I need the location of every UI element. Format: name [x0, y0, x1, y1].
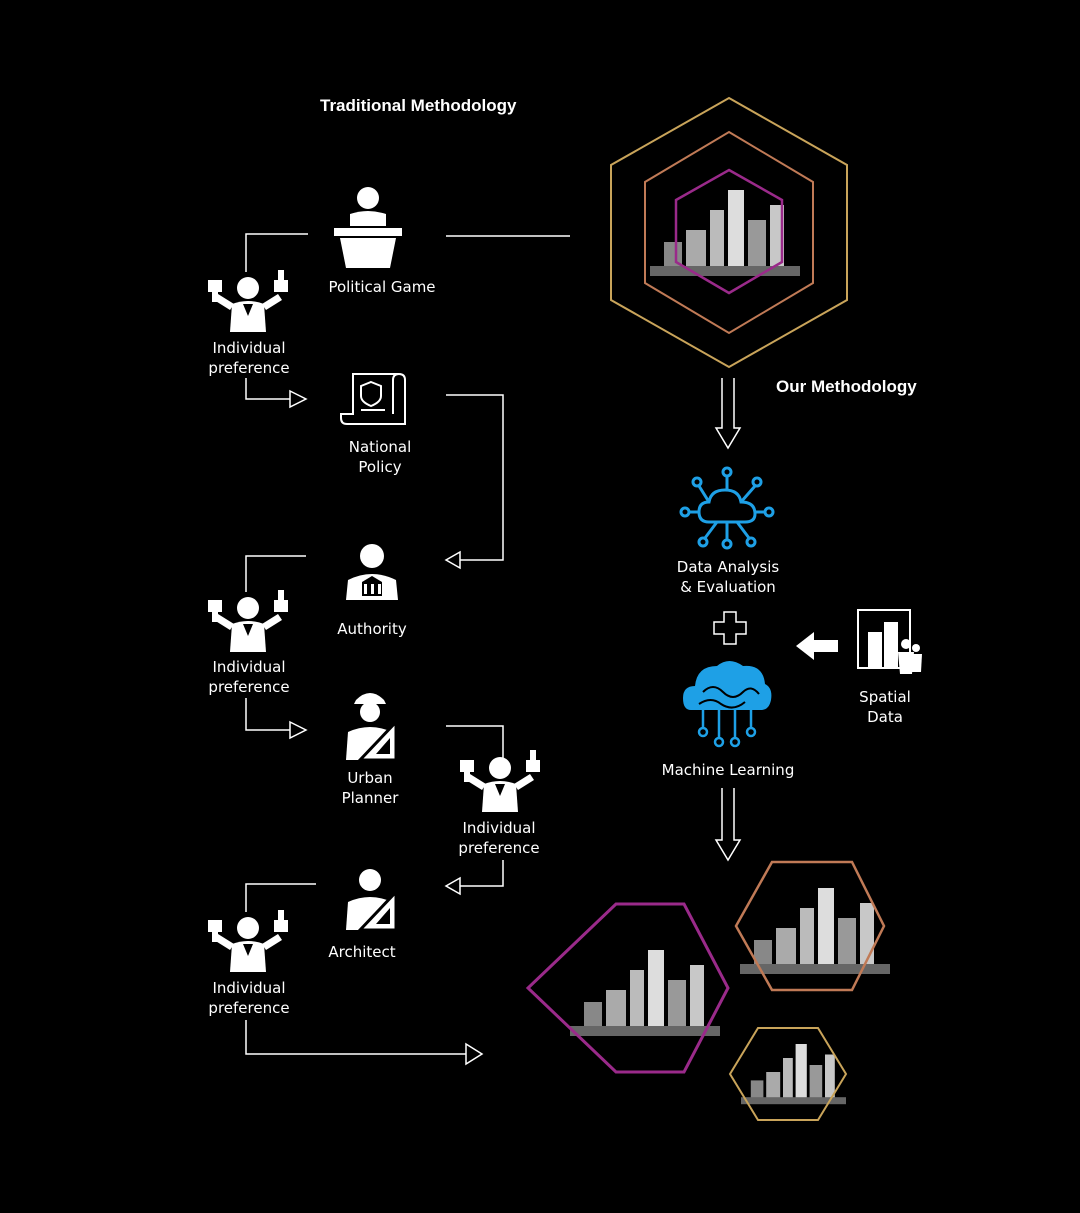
preference-line1: Individual: [212, 979, 286, 997]
data-analysis-line1: Data Analysis: [676, 558, 780, 576]
output-hexagon-large: [525, 902, 730, 1074]
spatial-arrow-icon: [796, 632, 838, 660]
individual-preference-label: Individual preference: [194, 657, 304, 697]
data-analysis-line2: & Evaluation: [680, 578, 776, 596]
our-connectors: [714, 378, 742, 862]
spatial-data-line2: Data: [867, 708, 903, 726]
architect-icon: [346, 869, 398, 932]
preference-line1: Individual: [212, 339, 286, 357]
our-methodology-heading: Our Methodology: [776, 377, 917, 396]
data-analysis-label: Data Analysis & Evaluation: [662, 557, 794, 597]
preference-line2: preference: [208, 999, 290, 1017]
spatial-data-line1: Spatial: [859, 688, 911, 706]
machine-learning-cloud-icon: [683, 661, 772, 748]
output-hexagon-small: [728, 1027, 848, 1121]
individual-preference-label: Individual preference: [194, 978, 304, 1018]
individual-preference-label: Individual preference: [194, 338, 304, 378]
preference-line2: preference: [208, 678, 290, 696]
policy-scroll-icon: [340, 373, 406, 425]
architect-label: Architect: [328, 943, 396, 961]
machine-learning-label: Machine Learning: [661, 761, 795, 779]
authority-person-icon: [346, 544, 398, 600]
traditional-connectors: [245, 233, 570, 1066]
plus-icon: [713, 611, 747, 645]
individual-preference-icon: [460, 750, 540, 812]
traditional-methodology-heading: Traditional Methodology: [320, 96, 517, 115]
national-policy-label: National Policy: [320, 437, 440, 477]
preference-line1: Individual: [212, 658, 286, 676]
individual-preference-label: Individual preference: [444, 818, 554, 858]
individual-preference-icon: [208, 270, 288, 332]
individual-preference-icon: [208, 590, 288, 652]
national-policy-line2: Policy: [358, 458, 402, 476]
urban-planner-label: Urban Planner: [320, 768, 420, 808]
output-hexagon-medium: [734, 860, 890, 992]
preference-line2: preference: [208, 359, 290, 377]
spatial-data-label: Spatial Data: [848, 687, 922, 727]
urban-planner-line2: Planner: [341, 789, 399, 807]
political-game-label: Political Game: [328, 278, 436, 296]
preference-line1: Individual: [462, 819, 536, 837]
urban-planner-line1: Urban: [347, 769, 393, 787]
preference-line2: preference: [458, 839, 540, 857]
current-city-hexagon: [610, 96, 848, 369]
urban-planner-icon: [346, 693, 398, 762]
network-cloud-icon: [679, 466, 775, 550]
individual-preference-icon: [208, 910, 288, 972]
spatial-data-icon: [857, 609, 922, 674]
speaker-podium-icon: [334, 187, 402, 268]
national-policy-line1: National: [348, 438, 412, 456]
authority-label: Authority: [337, 620, 407, 638]
